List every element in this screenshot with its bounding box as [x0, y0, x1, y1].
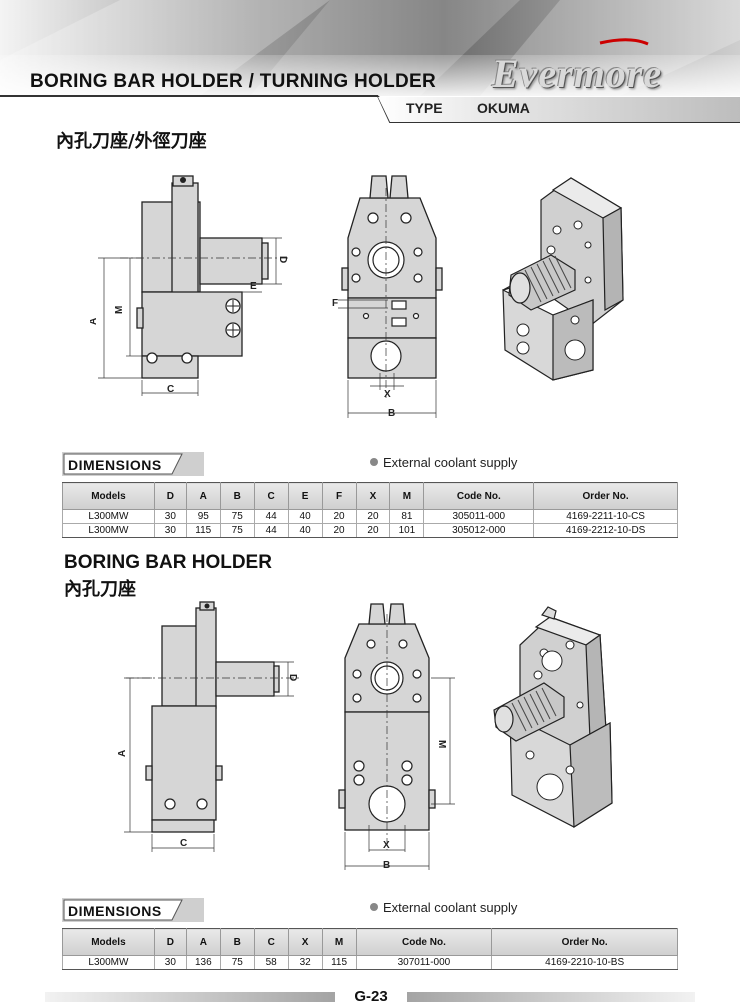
table-cell: 75: [219, 955, 255, 970]
page-header: BORING BAR HOLDER / TURNING HOLDER Everm…: [0, 0, 740, 125]
table-header-cell: A: [185, 928, 221, 956]
label-M: M: [436, 740, 447, 748]
table-cell: 305011-000: [423, 509, 535, 524]
table-cell: 4169-2210-10-BS: [491, 955, 678, 970]
table-cell: L300MW: [62, 955, 155, 970]
table-cell: 81: [389, 509, 425, 524]
table-cell: 40: [287, 509, 323, 524]
section1-coolant-text: External coolant supply: [383, 455, 518, 470]
table-cell: 30: [153, 523, 187, 538]
table-cell: 44: [253, 509, 289, 524]
table-cell: 95: [185, 509, 221, 524]
label-B: B: [388, 408, 395, 419]
type-value: OKUMA: [477, 100, 530, 116]
label-X: X: [383, 840, 390, 851]
table-cell: 136: [185, 955, 221, 970]
label-M: M: [114, 306, 125, 314]
table-cell: 20: [355, 509, 391, 524]
table-header-cell: Models: [62, 928, 155, 956]
table-header-cell: A: [185, 482, 221, 510]
label-E: E: [250, 281, 257, 292]
section2-coolant-text: External coolant supply: [383, 900, 518, 915]
table-header-cell: B: [219, 482, 255, 510]
table-cell: 58: [253, 955, 289, 970]
section1-cn-title: 內孔刀座/外徑刀座: [56, 131, 207, 152]
table-cell: 44: [253, 523, 289, 538]
table-header-cell: X: [287, 928, 323, 956]
table-cell: 30: [153, 509, 187, 524]
label-F: F: [332, 298, 338, 309]
table-cell: 20: [355, 523, 391, 538]
table-cell: L300MW: [62, 523, 155, 538]
label-C: C: [167, 384, 174, 395]
type-bar: [378, 97, 740, 122]
bullet-icon: [370, 458, 378, 466]
holder1-side-view: A M D E C: [90, 175, 290, 396]
table-cell: 305012-000: [423, 523, 535, 538]
table-header-cell: M: [321, 928, 357, 956]
table-header-cell: X: [355, 482, 391, 510]
table-cell: 115: [321, 955, 357, 970]
holder2-front-view: M X B: [338, 603, 455, 870]
table-header-cell: Code No.: [355, 928, 493, 956]
label-X: X: [384, 389, 391, 400]
label-D: D: [287, 674, 298, 681]
table-cell: L300MW: [62, 509, 155, 524]
table-cell: 32: [287, 955, 323, 970]
section1-coolant-note: External coolant supply: [370, 455, 517, 470]
holder2-side-view: A D C: [117, 601, 302, 852]
label-B: B: [383, 860, 390, 870]
table-header-cell: Code No.: [423, 482, 535, 510]
table-cell: 4169-2212-10-DS: [533, 523, 678, 538]
holder1-front-view: F X B: [332, 175, 443, 419]
section2-title: BORING BAR HOLDER: [64, 552, 272, 573]
table-header-cell: C: [253, 928, 289, 956]
table-cell: 20: [321, 523, 357, 538]
page-title: BORING BAR HOLDER / TURNING HOLDER: [30, 71, 437, 92]
label-D: D: [277, 256, 288, 263]
section2-cn-title: 內孔刀座: [64, 579, 136, 600]
label-C: C: [180, 838, 187, 849]
section2-dimensions-label: DIMENSIONS: [68, 903, 162, 919]
table-cell: 75: [219, 523, 255, 538]
table-header-cell: Order No.: [491, 928, 678, 956]
table-cell: 20: [321, 509, 357, 524]
table-header-cell: Models: [62, 482, 155, 510]
table-cell: 4169-2211-10-CS: [533, 509, 678, 524]
table-cell: 115: [185, 523, 221, 538]
section2-coolant-note: External coolant supply: [370, 900, 517, 915]
table-header-cell: D: [153, 482, 187, 510]
section1-dimensions-tag: [62, 452, 204, 476]
table-header-cell: C: [253, 482, 289, 510]
holder1-iso-view: [502, 177, 624, 381]
holder2-iso-view: [493, 606, 613, 829]
table-cell: 40: [287, 523, 323, 538]
table-header-cell: B: [219, 928, 255, 956]
section1-dimensions-label: DIMENSIONS: [68, 457, 162, 473]
bullet-icon: [370, 903, 378, 911]
page-number: G-23: [335, 985, 407, 1008]
table-header-cell: D: [153, 928, 187, 956]
table-header-cell: F: [321, 482, 357, 510]
brand-logo: Evermore: [492, 51, 663, 96]
section2-dimensions-tag: [62, 898, 204, 922]
table-header-cell: E: [287, 482, 323, 510]
table-header-cell: Order No.: [533, 482, 678, 510]
table-cell: 75: [219, 509, 255, 524]
label-A: A: [117, 750, 128, 757]
table-cell: 307011-000: [355, 955, 493, 970]
type-label: TYPE: [406, 100, 443, 116]
table-cell: 101: [389, 523, 425, 538]
label-A: A: [90, 318, 99, 325]
table-header-cell: M: [389, 482, 425, 510]
table-cell: 30: [153, 955, 187, 970]
